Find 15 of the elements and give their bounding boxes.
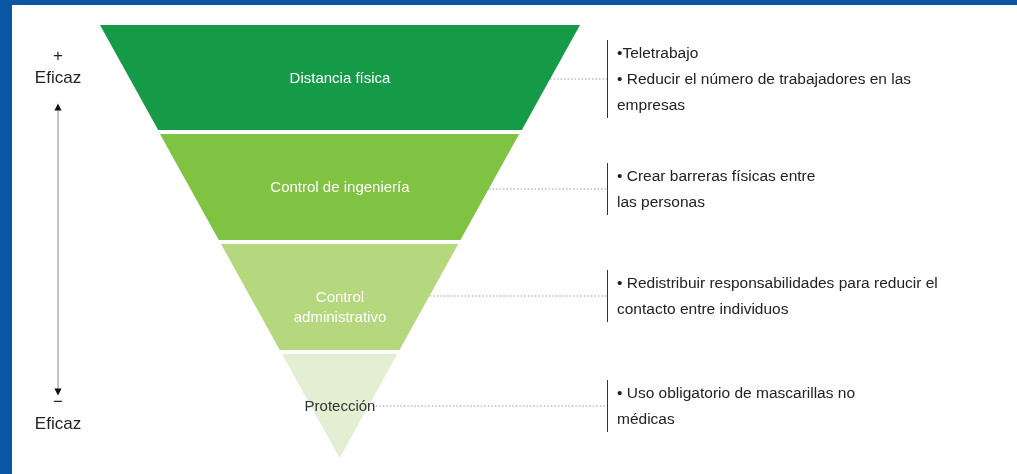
band-label: Control de ingeniería [269,177,411,197]
band-label: Distancia física [288,67,392,88]
bullet-text: • Redistribuir responsabilidades para reducir el contacto entre individuos [617,273,939,319]
bullet-text: • Reducir el número de trabajadores en las empresas [617,69,913,115]
bullet-text: •Teletrabajo [617,43,700,63]
band-label: Protección [303,396,377,416]
sign: − [52,392,64,412]
band-label: Control administrativo [292,287,388,327]
bullet-text: • Crear barreras físicas entre las personas [617,166,817,212]
sign: + [52,46,64,66]
axis-label: Eficaz [33,414,83,434]
dotted-connector [429,295,608,297]
bracket [607,163,817,215]
axis-label: Eficaz [33,68,83,88]
bullet-text: • Uso obligatorio de mascarillas no médicas [617,383,857,429]
